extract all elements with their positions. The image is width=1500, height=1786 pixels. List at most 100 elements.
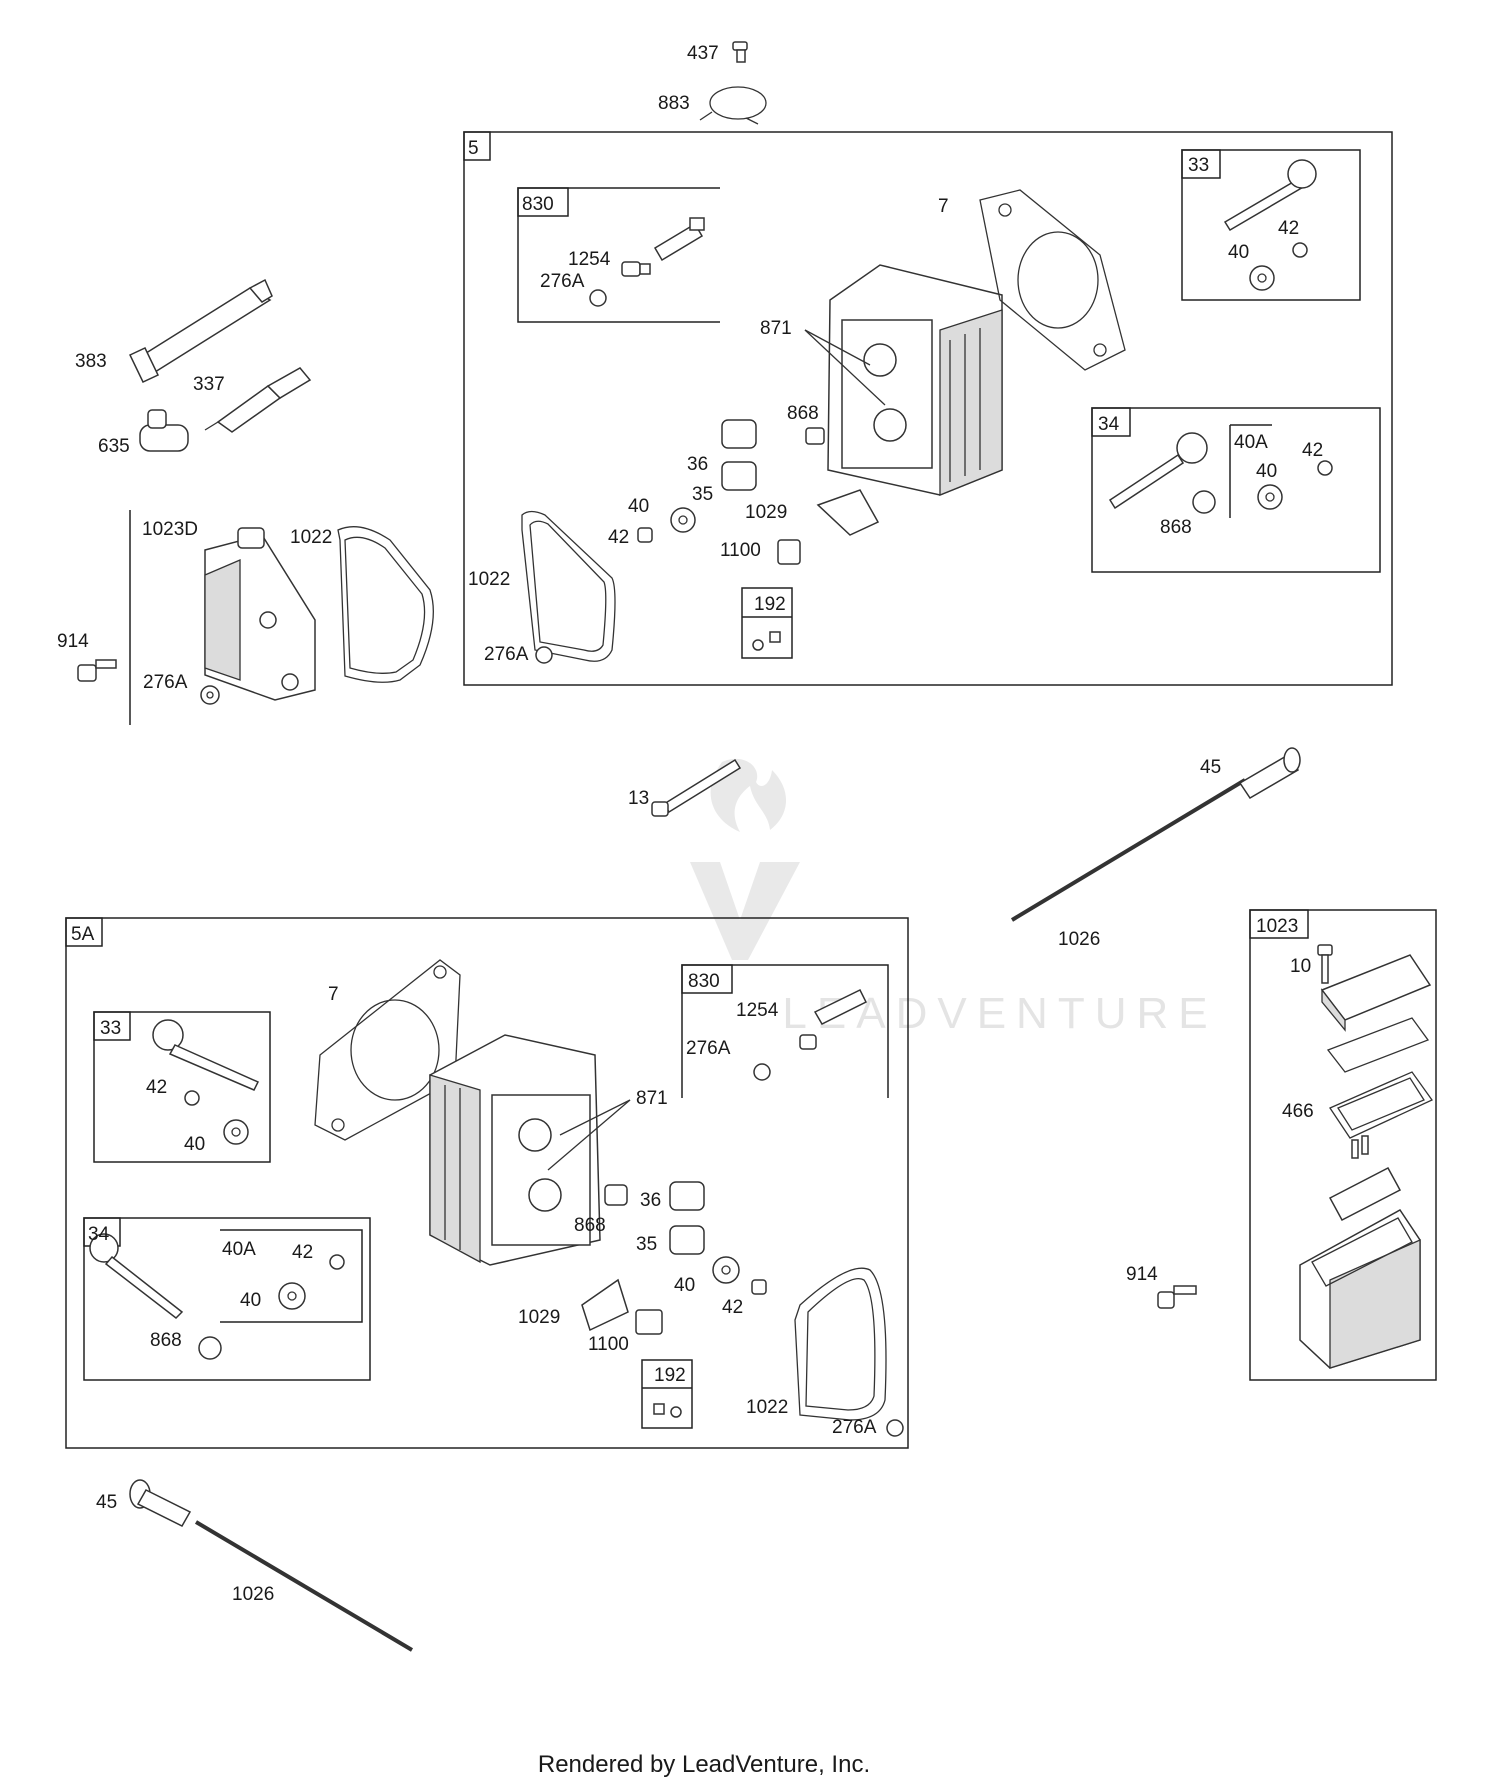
part-keeper-42-top [637,527,653,543]
part-gasket-1022-top [521,510,616,662]
part-spark-plug [204,367,312,433]
callout-868-box34-lower: 868 [150,1330,182,1351]
part-springs-top [721,419,757,491]
part-guide-plate-lower [635,1309,663,1335]
part-cover-gasket [337,526,434,683]
part-retainer-40-lower [712,1256,740,1284]
part-washer-830-top [589,289,607,307]
part-push-rod-lower [129,1479,414,1652]
part-keeper-42-lower [751,1279,767,1295]
callout-13: 13 [628,788,649,809]
callout-1026-top: 1026 [1058,929,1100,950]
leader-871-top-b [804,329,886,406]
box-192-top [741,587,793,659]
callout-1026-lower: 1026 [232,1584,274,1605]
box-label-192-lower: 192 [654,1365,686,1386]
part-washer-276a-gasket-top [535,646,553,664]
callout-383: 383 [75,351,107,372]
callout-337: 337 [193,374,225,395]
callout-871-top: 871 [760,318,792,339]
part-screws-pair [1351,1135,1369,1159]
callout-1100-top: 1100 [720,540,761,561]
callout-35-top: 35 [692,484,713,505]
part-nut-868-top [805,427,825,445]
callout-868-box34-top: 868 [1160,517,1192,538]
part-head-bolt-13 [651,758,742,817]
box-1023-tab [1249,909,1309,939]
callout-36-top: 36 [687,454,708,475]
leader-871-lower-b [547,1099,631,1171]
callout-276a-830-top: 276A [540,271,585,292]
box-34-lower [83,1217,371,1381]
part-head-gasket-top [979,189,1126,371]
callout-1022-top: 1022 [468,569,510,590]
box-label-34-top: 34 [1098,414,1120,435]
box-label-5: 5 [468,138,479,159]
callout-42-box34-lower: 42 [292,1242,313,1263]
callout-40-box33-top: 40 [1228,242,1249,263]
part-nut-868-lower [604,1184,628,1206]
box-label-192-top: 192 [754,594,786,615]
part-bolt-10 [1317,944,1333,984]
callout-40-top: 40 [628,496,649,517]
box-34-top [1091,407,1381,573]
callout-45-lower: 45 [96,1492,117,1513]
callout-42-box33-lower: 42 [146,1077,167,1098]
part-washer-276a-gasket-lower [886,1419,904,1437]
part-bolt-914 [77,659,117,682]
leader-871-top-a [804,329,871,366]
part-plate-gasket [1326,1017,1430,1073]
part-cylinder-head-top [827,264,1003,496]
callout-10: 10 [1290,956,1311,977]
part-seal-466 [1329,1071,1433,1139]
box-label-33-lower: 33 [100,1018,121,1039]
callout-42-box33-top: 42 [1278,218,1299,239]
callout-276a-gasket-lower: 276A [832,1417,877,1438]
callout-42-top: 42 [608,527,629,548]
box-33-top [1181,149,1361,301]
callout-1022-lower: 1022 [746,1397,788,1418]
box-label-5a: 5A [71,924,95,945]
box-label-830-top: 830 [522,194,554,215]
part-spark-plug-wrench [128,278,273,383]
callout-1254-top: 1254 [568,249,611,270]
callout-7-top: 7 [938,196,949,217]
part-rocker-arm-lower [581,1278,629,1332]
callout-1100-lower: 1100 [588,1334,629,1355]
box-label-1023d: 1023D [142,519,198,540]
part-bolt-914-right [1157,1285,1197,1309]
box-label-40a-lower: 40A [222,1239,256,1260]
part-breather-bracket [1328,1166,1402,1222]
box-5 [463,131,1393,686]
box-192-lower [641,1359,693,1429]
part-oil-fill-cap [732,41,748,63]
box-label-40a-top: 40A [1234,432,1268,453]
box-label-1023: 1023 [1256,916,1298,937]
leader-871-lower-a [559,1099,631,1136]
callout-914-left: 914 [57,631,89,652]
callout-1029-lower: 1029 [518,1307,560,1328]
callout-276a-830-lower: 276A [686,1038,731,1059]
box-5a-tab [65,917,103,947]
box-830-lower [681,964,889,1098]
callout-868-top: 868 [787,403,819,424]
box-5a [65,917,909,1449]
callout-42-box34-top: 42 [1302,440,1323,461]
callout-45-top: 45 [1200,757,1221,778]
box-label-830-lower: 830 [688,971,720,992]
part-spark-plug-boot [139,409,189,452]
footer-rendered-by: Rendered by LeadVenture, Inc. [538,1751,870,1778]
callout-7-lower: 7 [328,984,339,1005]
part-rocker-cover [204,527,316,701]
callout-914-right: 914 [1126,1264,1158,1285]
box-label-34-lower: 34 [88,1224,110,1245]
callout-1254-lower: 1254 [736,1000,779,1021]
callout-883: 883 [658,93,690,114]
part-guide-plate-top [777,539,801,565]
part-rocker-arm-top [816,489,880,536]
part-push-rod-top [1010,747,1301,922]
part-retainer-40-top [670,507,696,533]
callout-276a-gasket-top: 276A [484,644,529,665]
callout-871-lower: 871 [636,1088,668,1109]
